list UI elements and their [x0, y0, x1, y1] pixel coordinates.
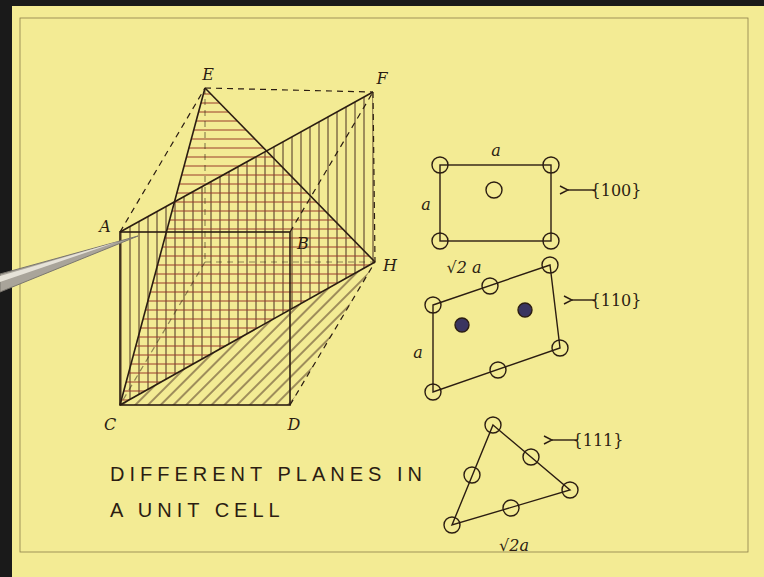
edge-bar	[0, 0, 764, 6]
front-face	[120, 232, 290, 405]
cube-edge	[205, 88, 373, 92]
caption: DIFFERENT PLANES IN A UNIT CELL	[110, 456, 430, 528]
atom	[482, 278, 498, 294]
vertex-label: H	[383, 256, 397, 275]
plane-index: {110}	[591, 291, 642, 310]
dimension-label: a	[421, 195, 431, 214]
vertex-label: F	[376, 69, 387, 88]
atom	[562, 482, 578, 498]
dimension-label: √2 a	[447, 258, 482, 277]
atom	[425, 297, 441, 313]
hatched-plane	[120, 88, 375, 405]
inner-atom	[518, 303, 532, 317]
plane-edge	[205, 88, 375, 262]
pen-highlight	[0, 241, 120, 282]
dimension-label: a	[413, 343, 423, 362]
page-frame	[20, 18, 748, 552]
plane-index: {111}	[573, 431, 624, 450]
plane-110	[425, 257, 596, 400]
inner-atom	[455, 318, 469, 332]
vertex-label: A	[99, 217, 111, 236]
atom	[432, 157, 448, 173]
atom	[523, 449, 539, 465]
vertex-label: D	[288, 415, 301, 434]
atom	[543, 233, 559, 249]
dimension-label: √2a	[499, 536, 529, 555]
atom	[432, 233, 448, 249]
plane-100	[432, 157, 596, 249]
atom	[486, 182, 502, 198]
atom	[543, 157, 559, 173]
atom	[552, 340, 568, 356]
cube-edge	[204, 88, 205, 262]
dimension-label: a	[491, 141, 501, 160]
cube-edge	[290, 92, 373, 232]
solid-edges	[120, 88, 375, 405]
atom	[425, 384, 441, 400]
vertex-label: B	[297, 234, 309, 253]
atom	[464, 467, 480, 483]
atom	[503, 500, 519, 516]
cube-edge	[120, 88, 205, 232]
cube-edge	[120, 262, 205, 405]
vertex-label: C	[104, 415, 116, 434]
dashed-edges	[120, 88, 375, 405]
atom	[444, 517, 460, 533]
plane-edge	[120, 92, 373, 232]
plane-111	[444, 417, 578, 533]
atom	[485, 417, 501, 433]
plane-edge	[120, 88, 205, 405]
pen-pointer	[0, 236, 138, 292]
plane-outline	[440, 165, 551, 241]
atom	[490, 362, 506, 378]
plane-index: {100}	[591, 181, 642, 200]
plane-edge	[120, 262, 375, 405]
cube-edge	[373, 92, 375, 262]
atom	[542, 257, 558, 273]
vertex-label: E	[202, 65, 214, 84]
cube-edge	[290, 262, 375, 405]
plane-outline	[433, 265, 560, 392]
